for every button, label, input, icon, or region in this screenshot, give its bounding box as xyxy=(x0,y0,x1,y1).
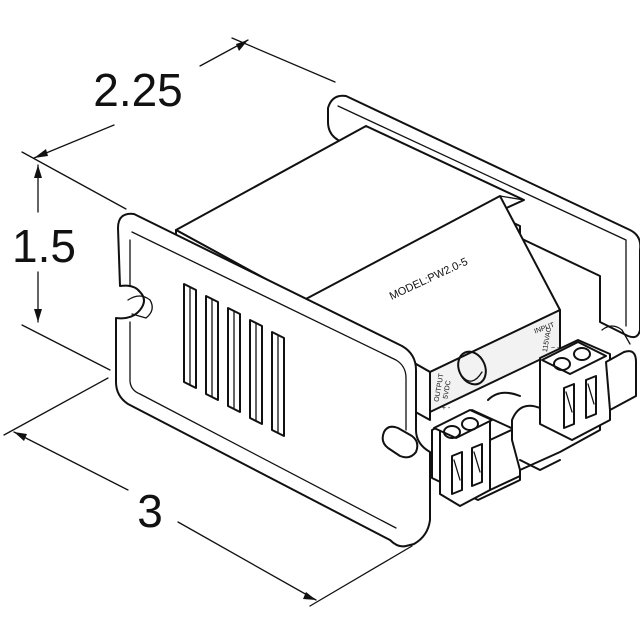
ventilation-slots xyxy=(183,283,285,437)
input-terminal-block xyxy=(511,325,637,471)
dimension-height: 1.5 xyxy=(12,164,111,371)
dimension-length-label: 3 xyxy=(137,485,163,537)
output-terminal-screw-1 xyxy=(443,425,461,439)
output-polarity: + - xyxy=(442,405,451,412)
input-polarity: ~ ~ xyxy=(551,345,561,352)
screw-hole xyxy=(457,350,487,386)
dimension-length: 3 xyxy=(3,377,413,607)
output-terminal-screw-2 xyxy=(461,417,479,431)
input-terminal-screw-1 xyxy=(553,357,571,371)
input-terminal-screw-2 xyxy=(573,347,591,361)
output-terminal-block xyxy=(431,409,521,507)
base-flange xyxy=(487,391,561,471)
output-label-line2: 5VDC xyxy=(442,380,452,400)
dimension-width: 2.25 xyxy=(21,37,336,210)
input-label-line2: 115VAC xyxy=(542,327,553,353)
dimension-width-label: 2.25 xyxy=(93,64,183,116)
dimension-height-label: 1.5 xyxy=(12,220,76,272)
